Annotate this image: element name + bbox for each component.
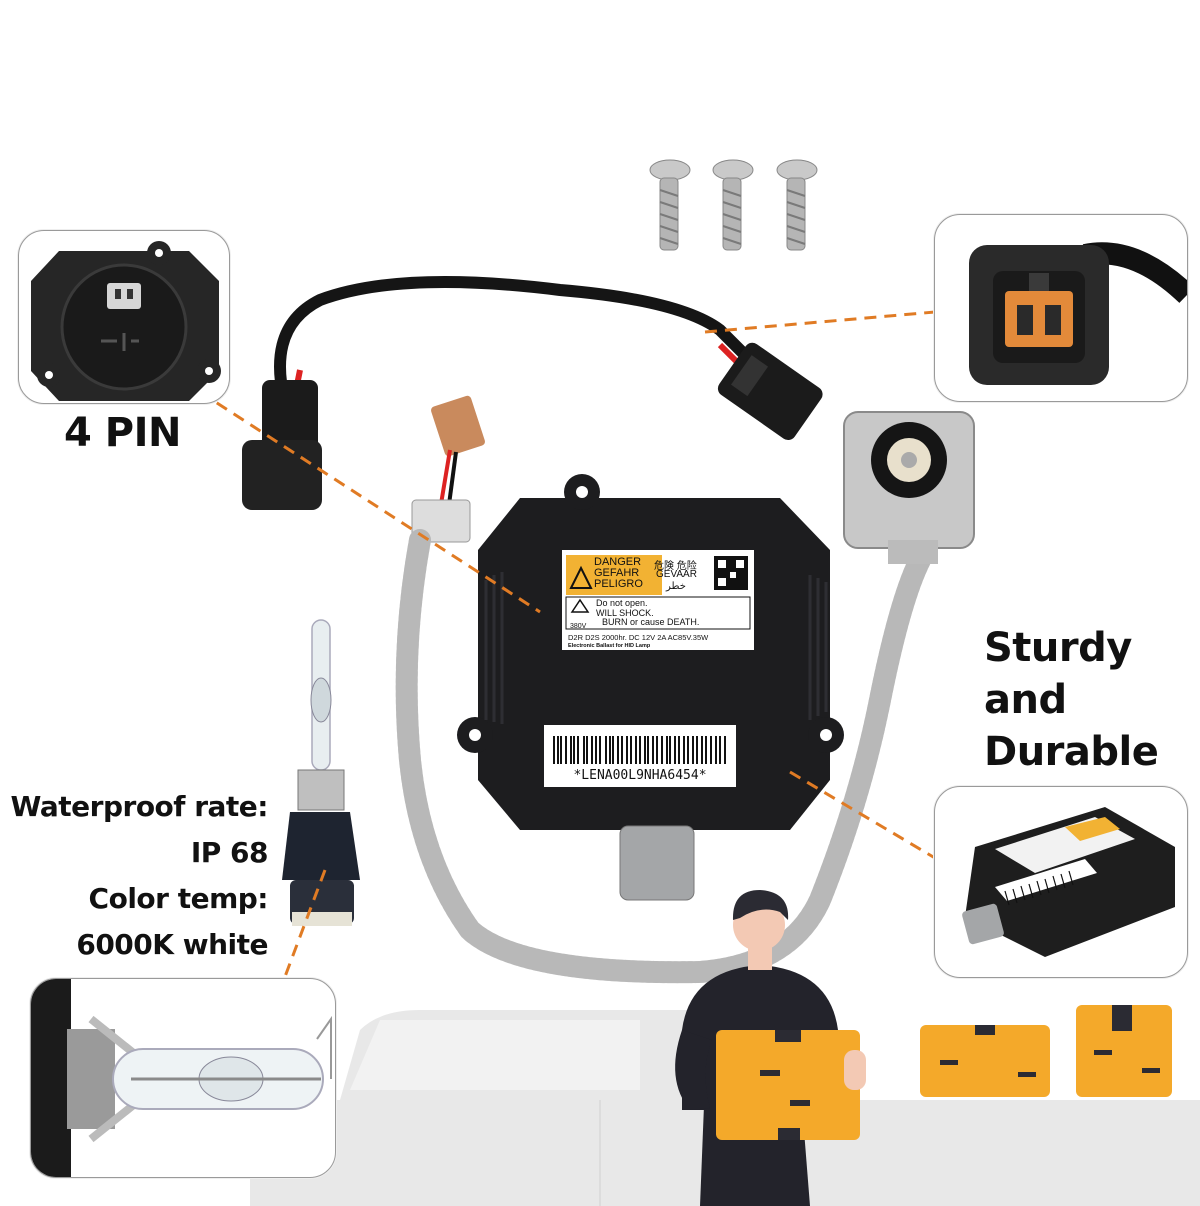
igniter-socket bbox=[843, 411, 975, 564]
warning-line: BURN or cause DEATH. bbox=[602, 617, 700, 627]
ballast-output-cable bbox=[395, 395, 931, 984]
durability-line: Durable bbox=[984, 729, 1159, 775]
danger-word-arabic: خطر bbox=[666, 581, 686, 592]
socket-closeup bbox=[31, 241, 221, 401]
spec-line: D2R D2S 2000hr. DC 12V 2A AC85V.35W bbox=[568, 633, 709, 642]
product-line: Electronic Ballast for HID Lamp bbox=[568, 643, 651, 649]
callout-leader-lines bbox=[199, 310, 936, 991]
connector-closeup bbox=[969, 242, 1187, 385]
durability-label: Sturdy and Durable bbox=[984, 622, 1159, 778]
ballast-unit bbox=[457, 474, 844, 901]
durability-line: and bbox=[984, 677, 1067, 723]
ballast-closeup bbox=[962, 807, 1175, 957]
warning-line: Do not open. bbox=[596, 598, 648, 608]
color-temp-label: Color temp: bbox=[88, 882, 269, 915]
warning-line: WILL SHOCK. bbox=[596, 607, 654, 618]
cargo-boxes bbox=[920, 1005, 1172, 1097]
inset-ballast-closeup bbox=[934, 786, 1188, 978]
danger-word: PELIGRO bbox=[594, 578, 643, 590]
voltage-mark: 380V bbox=[570, 623, 587, 630]
danger-word: DANGER bbox=[594, 556, 642, 568]
color-temp-value: 6000K white bbox=[76, 928, 268, 961]
pin-count-label: 4 PIN bbox=[64, 410, 181, 456]
bulb-spec-label: Waterproof rate: IP 68 Color temp: 6000K… bbox=[11, 784, 269, 968]
delivery-person-illustration bbox=[675, 890, 866, 1206]
barcode bbox=[553, 736, 726, 764]
durability-line: Sturdy bbox=[984, 625, 1132, 671]
inset-connector-closeup bbox=[934, 214, 1188, 402]
hid-bulb bbox=[282, 619, 360, 926]
waterproof-value: IP 68 bbox=[190, 836, 269, 869]
bulb-closeup bbox=[31, 979, 332, 1177]
inset-4pin-socket bbox=[18, 230, 230, 404]
screw-icon bbox=[776, 159, 818, 251]
serial-number: *LENA00L9NHA6454* bbox=[573, 768, 707, 783]
wiring-harness bbox=[242, 276, 823, 510]
screw-icon bbox=[649, 159, 691, 251]
inset-bulb-closeup bbox=[30, 978, 336, 1178]
danger-word-gevaar: GEVAAR bbox=[656, 569, 697, 580]
screw-icon bbox=[712, 159, 754, 251]
danger-word-cjk: 危険 危险 bbox=[654, 561, 697, 572]
waterproof-label: Waterproof rate: bbox=[10, 790, 269, 823]
danger-word: GEFAHR bbox=[594, 567, 640, 579]
